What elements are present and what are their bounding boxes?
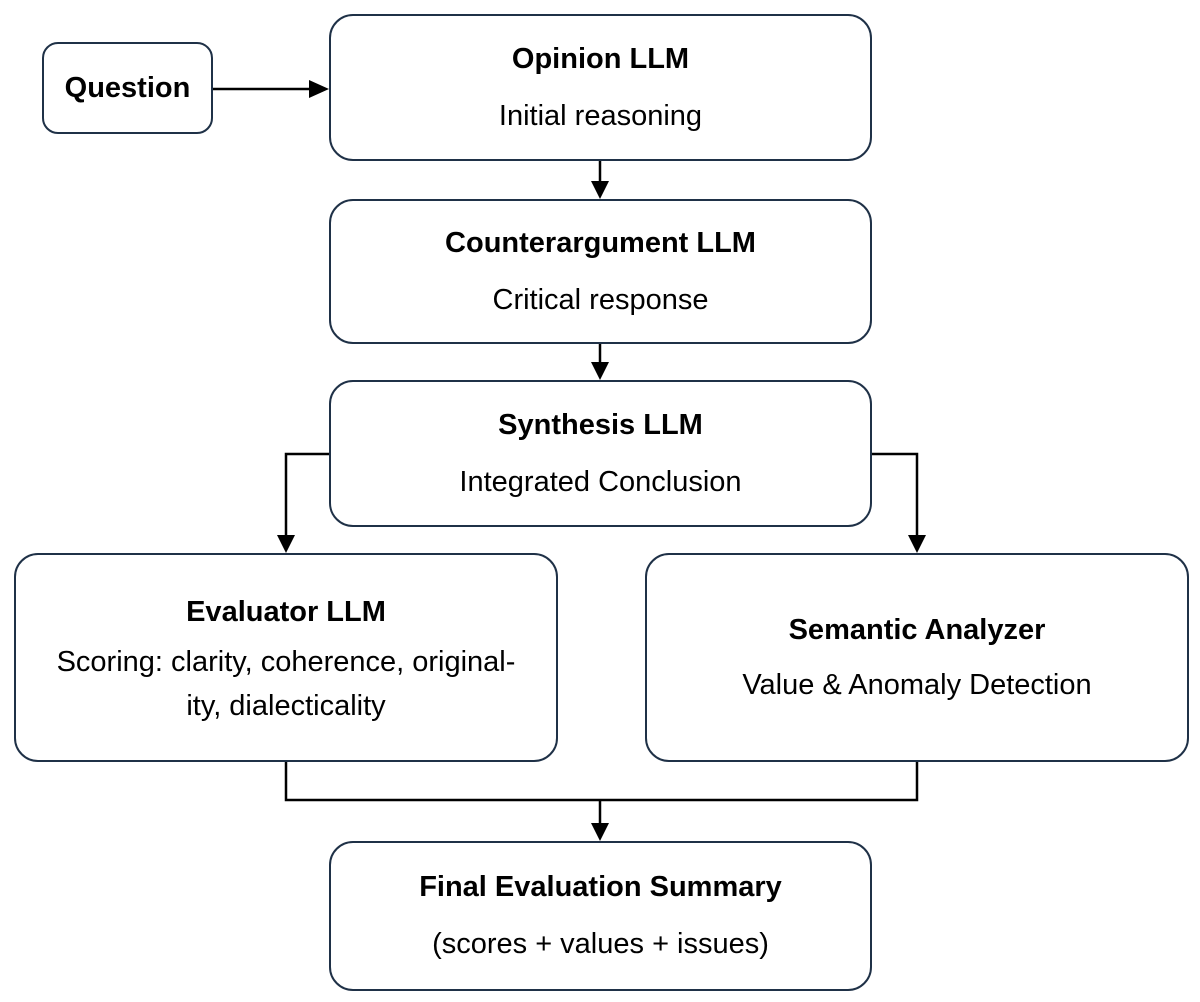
semantic-analyzer-title: Semantic Analyzer xyxy=(788,613,1046,646)
arrowhead-synthesis-to-evaluator xyxy=(277,535,295,553)
synthesis-llm-subtitle: Integrated Conclusion xyxy=(459,465,742,498)
semantic-analyzer-node: Semantic Analyzer Value & Anomaly Detect… xyxy=(645,553,1189,762)
final-evaluation-summary-node: Final Evaluation Summary (scores + value… xyxy=(329,841,872,991)
evaluator-llm-subtitle-line2: ity, dialecticality xyxy=(186,689,386,722)
counterargument-llm-node: Counterargument LLM Critical response xyxy=(329,199,872,344)
opinion-llm-node: Opinion LLM Initial reasoning xyxy=(329,14,872,161)
question-node-title: Question xyxy=(64,72,191,104)
synthesis-llm-node: Synthesis LLM Integrated Conclusion xyxy=(329,380,872,527)
semantic-analyzer-subtitle: Value & Anomaly Detection xyxy=(742,668,1092,701)
synthesis-llm-title: Synthesis LLM xyxy=(498,408,703,441)
opinion-llm-subtitle: Initial reasoning xyxy=(498,99,703,132)
arrowhead-counterargument-to-synthesis xyxy=(591,362,609,380)
connector-semantic-to-final xyxy=(600,762,919,802)
evaluator-llm-node: Evaluator LLM Scoring: clarity, coherenc… xyxy=(14,553,558,762)
final-evaluation-summary-subtitle: (scores + values + issues) xyxy=(432,928,769,960)
arrowhead-merge-to-final xyxy=(591,823,609,841)
final-evaluation-summary-title: Final Evaluation Summary xyxy=(419,871,782,903)
counterargument-llm-subtitle: Critical response xyxy=(492,283,709,316)
arrow-synthesis-to-evaluator xyxy=(284,452,329,542)
evaluator-llm-subtitle-line1: Scoring: clarity, coherence, original- xyxy=(56,645,516,678)
arrowhead-synthesis-to-semantic xyxy=(908,535,926,553)
connector-evaluator-to-final xyxy=(284,762,600,802)
evaluator-llm-title: Evaluator LLM xyxy=(186,595,386,628)
question-node: Question xyxy=(42,42,213,134)
arrowhead-opinion-to-counterargument xyxy=(591,181,609,199)
counterargument-llm-title: Counterargument LLM xyxy=(445,226,756,259)
opinion-llm-title: Opinion LLM xyxy=(511,42,690,75)
arrowhead-question-to-opinion xyxy=(309,80,329,98)
arrow-synthesis-to-semantic xyxy=(872,452,919,542)
